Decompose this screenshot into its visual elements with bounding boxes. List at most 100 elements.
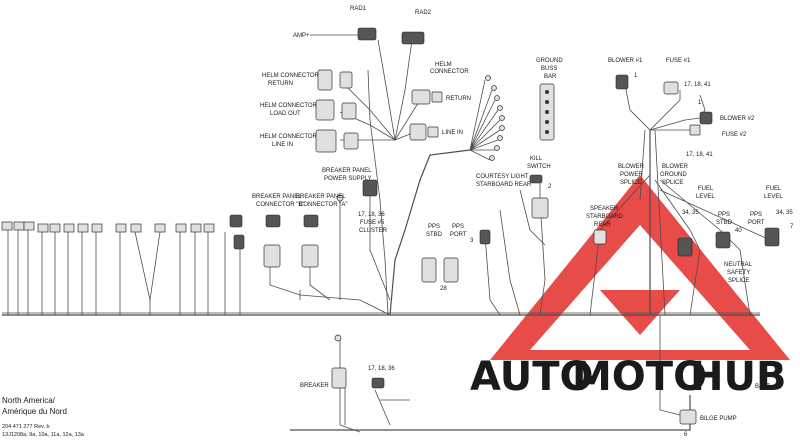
breaker-panel-a-label-1: BREAKER PANEL xyxy=(296,194,346,200)
watermark-triangle-inner xyxy=(530,225,750,350)
pps-port-right-label-2: PORT xyxy=(748,220,765,226)
blower1-label: BLOWER #1 xyxy=(608,58,643,64)
region-en: North America/ xyxy=(2,396,56,405)
blower-power-splice-label-3: SPLICE xyxy=(620,180,641,186)
fuse5-label-3: CLUSTER xyxy=(359,228,388,234)
num-1-blower1: 1 xyxy=(634,73,638,79)
pps-stbd-right-label-1: PPS xyxy=(718,212,730,218)
num-1-blower2: 1 xyxy=(698,100,702,106)
region-fr: Amérique du Nord xyxy=(2,407,67,416)
watermark-triangle xyxy=(490,175,790,360)
neutral-safety-label-2: SAFETY xyxy=(727,270,750,276)
fuse1-label: FUSE #1 xyxy=(666,58,691,64)
blower-ground-splice-label-1: BLOWER xyxy=(662,164,689,170)
num-28: 28 xyxy=(440,286,447,292)
blower2-label: BLOWER #2 xyxy=(720,116,755,122)
watermark-auto: AUTO xyxy=(470,354,594,400)
helm-return-connector xyxy=(317,69,333,91)
pps-port-connector xyxy=(443,257,459,283)
helm-load-out-connector xyxy=(315,99,335,121)
kill-switch-label-1: KILL xyxy=(530,156,543,162)
ground-buss-bar-label-3: BAR xyxy=(544,74,557,80)
helm-load-out-label-2: LOAD OUT xyxy=(270,111,301,117)
footer: North America/ Amérique du Nord 204 471 … xyxy=(2,396,85,438)
pps-stbd-right-label-2: STBD xyxy=(716,220,733,226)
num-7: 7 xyxy=(790,224,794,230)
fuel-level-left-label-1: FUEL xyxy=(698,186,714,192)
pps-port-right-label-1: PPS xyxy=(750,212,762,218)
blower-ground-splice-label-2: GROUND xyxy=(660,172,687,178)
return-label: RETURN xyxy=(446,96,471,102)
watermark-hub: HUB xyxy=(690,354,786,400)
fuel-level-left-label-2: LEVEL xyxy=(696,194,715,200)
batt-label: BATT + xyxy=(755,384,775,390)
helm-connector-label-1: HELM xyxy=(435,62,452,68)
watermark-triangle-notch xyxy=(600,290,680,335)
blower2-connector xyxy=(699,111,713,125)
pps-stbd-connector xyxy=(421,257,437,283)
num-34-35-left: 34, 35 xyxy=(682,210,699,216)
ground-buss-bar-label-1: GROUND xyxy=(536,58,563,64)
fuel-level-right-label-2: LEVEL xyxy=(764,194,783,200)
helm-connector-label-2: CONNECTOR xyxy=(430,69,469,75)
breaker-panel-power-label-1: BREAKER PANEL xyxy=(322,168,372,174)
num-34-35-right: 34, 35 xyxy=(776,210,793,216)
rad1-label: RAD1 xyxy=(350,6,367,12)
pps-port-label-2: PORT xyxy=(450,232,467,238)
num-2: 2 xyxy=(548,184,552,190)
model-codes: 13J1208a, 9a, 10a, 11a, 12a, 13a xyxy=(2,432,85,438)
breaker-panel-power-label-2: POWER SUPPLY xyxy=(324,176,372,182)
blower-ground-splice-label-3: SPLICE xyxy=(662,180,683,186)
num-3: 3 xyxy=(470,238,474,244)
fuel-level-right-label-1: FUEL xyxy=(766,186,782,192)
pps-stbd-label-2: STBD xyxy=(426,232,443,238)
breaker-panel-b-label-2: CONNECTOR "B" xyxy=(256,202,305,208)
num-17-18-41-bottom: 17, 18, 41 xyxy=(686,152,713,158)
rad2-label: RAD2 xyxy=(415,10,432,16)
speaker-label-3: REAR xyxy=(594,222,611,228)
num-40: 40 xyxy=(735,228,742,234)
breaker-connector xyxy=(331,367,347,389)
num-17-18-41-top: 17, 18, 41 xyxy=(684,82,711,88)
num-6: 6 xyxy=(684,432,688,438)
bilge-pump-connector xyxy=(679,409,697,425)
neutral-safety-label-1: NEUTRAL xyxy=(724,262,753,268)
breaker-panel-b-label-1: BREAKER PANEL xyxy=(252,194,302,200)
rad1-connector xyxy=(357,27,377,41)
connectors xyxy=(1,27,780,425)
num-17-18-36: 17, 18, 36 xyxy=(368,366,395,372)
watermark-moto: MOTO xyxy=(572,354,707,400)
fuse1-connector xyxy=(663,81,679,95)
courtesy-light-label-2: STARBOARD REAR xyxy=(476,182,532,188)
fuse2-label: FUSE #2 xyxy=(722,132,747,138)
rad2-connector xyxy=(401,31,425,45)
line-in-label: LINE IN xyxy=(442,130,463,136)
helm-load-out-label-1: HELM CONNECTOR xyxy=(260,103,318,109)
amp-label: AMP+ xyxy=(293,33,310,39)
helm-return-label-1: HELM CONNECTOR xyxy=(262,73,320,79)
ground-buss-bar-label-2: BUSS xyxy=(541,66,557,72)
fuse5-label-2: FUSE #5 xyxy=(360,220,385,226)
speaker-connector xyxy=(593,229,607,245)
kill-switch-label-2: SWITCH xyxy=(527,164,551,170)
neutral-safety-label-3: SPLICE xyxy=(728,278,749,284)
pps-port-label-1: PPS xyxy=(452,224,464,230)
bilge-pump-label: BILGE PUMP xyxy=(700,416,737,422)
helm-return-label-2: RETURN xyxy=(268,81,293,87)
blower1-connector xyxy=(615,74,629,90)
connector-row-left xyxy=(1,214,245,250)
pps-stbd-label-1: PPS xyxy=(428,224,440,230)
diagram-labels: RAD1 RAD2 AMP+ HELM CONNECTOR RETURN HEL… xyxy=(252,6,794,438)
ground-buss-bar xyxy=(539,83,555,141)
kill-switch-connector xyxy=(529,174,543,184)
breaker-panel-a-label-2: CONNECTOR "A" xyxy=(299,202,348,208)
helm-line-in-label-2: LINE IN xyxy=(272,142,293,148)
helm-line-in-connector xyxy=(315,129,337,153)
blower-power-splice-label-2: POWER xyxy=(620,172,643,178)
fuse5-label-1: 17, 18, 36 xyxy=(358,212,385,218)
blower-power-splice-label-1: BLOWER xyxy=(618,164,645,170)
helm-line-in-label-1: HELM CONNECTOR xyxy=(260,134,318,140)
breaker-label: BREAKER xyxy=(300,383,329,389)
